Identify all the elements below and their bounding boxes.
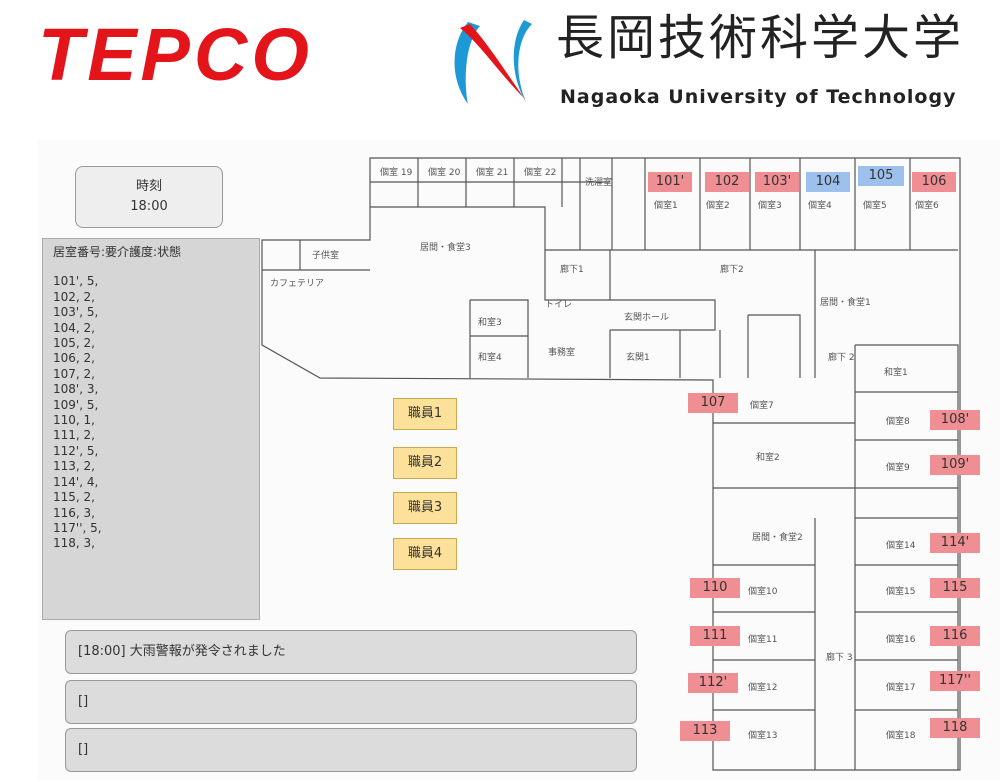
room-label: 子供室 [312, 251, 340, 261]
room-label: 個室13 [748, 731, 778, 741]
room-tag-116[interactable]: 116 [930, 626, 980, 646]
status-row: 110, 1, [53, 413, 95, 428]
room-label: 個室12 [748, 683, 778, 693]
room-tag-111[interactable]: 111 [690, 626, 740, 646]
room-label: 個室4 [808, 201, 832, 211]
room-tag-106[interactable]: 106 [912, 172, 956, 192]
staff-token-2[interactable]: 職員2 [393, 447, 457, 479]
room-tag-118[interactable]: 118 [930, 718, 980, 738]
status-row: 111, 2, [53, 428, 95, 443]
room-label: 個室1 [654, 201, 678, 211]
room-label: 個室14 [886, 541, 916, 551]
clock-panel: 時刻 18:00 [75, 166, 223, 228]
room-label: 個室7 [750, 401, 774, 411]
status-row: 112', 5, [53, 443, 99, 458]
nut-logo-mark-icon [454, 20, 532, 104]
nut-logo-english: Nagaoka University of Technology [560, 86, 957, 108]
room-tag-109[interactable]: 109' [930, 455, 980, 475]
room-tag-115[interactable]: 115 [930, 578, 980, 598]
room-label: 洗濯室 [585, 178, 613, 188]
room-label: 個室2 [706, 201, 730, 211]
room-label: 和室3 [478, 318, 502, 328]
resident-status-panel: 居室番号:要介護度:状態 101', 5,102, 2,103', 5,104,… [42, 238, 260, 620]
room-tag-104[interactable]: 104 [806, 172, 850, 192]
room-label: 個室17 [886, 683, 916, 693]
room-tag-108[interactable]: 108' [930, 410, 980, 430]
room-label: 居間・食堂2 [752, 533, 803, 543]
staff-token-3[interactable]: 職員3 [393, 492, 457, 524]
status-row: 116, 3, [53, 505, 95, 520]
staff-token-4[interactable]: 職員4 [393, 538, 457, 570]
status-row: 108', 3, [53, 382, 99, 397]
room-label: 和室4 [478, 353, 502, 363]
room-tag-107[interactable]: 107 [688, 393, 738, 413]
room-label: 廊下2 [720, 265, 744, 275]
room-tag-102[interactable]: 102 [705, 172, 749, 192]
room-label: 和室1 [884, 368, 908, 378]
status-row: 117'', 5, [53, 520, 102, 535]
room-label: 個室 19 [380, 168, 413, 178]
staff-token-1[interactable]: 職員1 [393, 398, 457, 430]
status-row: 105, 2, [53, 336, 95, 351]
status-row: 113, 2, [53, 459, 95, 474]
status-row: 118, 3, [53, 536, 95, 551]
status-row: 103', 5, [53, 305, 99, 320]
room-label: 個室16 [886, 635, 916, 645]
room-label: 個室15 [886, 587, 916, 597]
status-rows: 101', 5,102, 2,103', 5,104, 2,105, 2,106… [53, 274, 249, 551]
room-label: 事務室 [548, 348, 576, 358]
room-label: 個室8 [886, 417, 910, 427]
room-label: 廊下1 [560, 265, 584, 275]
room-tag-113[interactable]: 113 [680, 721, 730, 741]
room-label: カフェテリア [270, 279, 325, 289]
room-label: 和室2 [756, 453, 780, 463]
room-tag-114[interactable]: 114' [930, 533, 980, 553]
room-tag-105[interactable]: 105 [858, 166, 904, 186]
status-row: 107, 2, [53, 366, 95, 381]
room-tag-112[interactable]: 112' [688, 673, 738, 693]
room-label: 個室6 [915, 201, 939, 211]
event-log-row: [] [65, 680, 637, 724]
status-row: 114', 4, [53, 474, 99, 489]
event-log-row: [18:00] 大雨警報が発令されました [65, 630, 637, 674]
room-label: 個室11 [748, 635, 778, 645]
room-label: 個室18 [886, 731, 916, 741]
room-tag-110[interactable]: 110 [690, 578, 740, 598]
status-panel-header: 居室番号:要介護度:状態 [53, 245, 182, 259]
room-label: 居間・食堂1 [820, 298, 871, 308]
nut-logo-japanese: 長岡技術科学大学 [556, 10, 965, 66]
room-label: 廊下 3 [826, 653, 853, 663]
room-label: 玄関ホール [624, 313, 670, 323]
clock-time: 18:00 [130, 199, 168, 214]
status-row: 101', 5, [53, 274, 99, 289]
room-tag-101[interactable]: 101' [648, 172, 692, 192]
room-label: 個室 20 [428, 168, 461, 178]
room-label: 玄関1 [626, 353, 650, 363]
room-label: 居間・食堂3 [420, 243, 471, 253]
room-label: 個室5 [863, 201, 887, 211]
status-row: 109', 5, [53, 397, 99, 412]
clock-label: 時刻 [135, 179, 162, 194]
room-tag-117[interactable]: 117'' [930, 671, 980, 691]
event-log-row: [] [65, 728, 637, 772]
tepco-logo: TEPCO [38, 13, 313, 96]
room-tag-103[interactable]: 103' [755, 172, 799, 192]
room-label: 個室10 [748, 587, 778, 597]
room-label: 廊下 2 [828, 353, 855, 363]
room-label: トイレ [545, 300, 573, 310]
status-row: 104, 2, [53, 320, 95, 335]
room-label: 個室 21 [476, 168, 509, 178]
room-label: 個室3 [758, 201, 782, 211]
room-label: 個室 22 [524, 168, 557, 178]
room-label: 個室9 [886, 463, 910, 473]
status-row: 102, 2, [53, 289, 95, 304]
status-row: 106, 2, [53, 351, 95, 366]
status-row: 115, 2, [53, 490, 95, 505]
